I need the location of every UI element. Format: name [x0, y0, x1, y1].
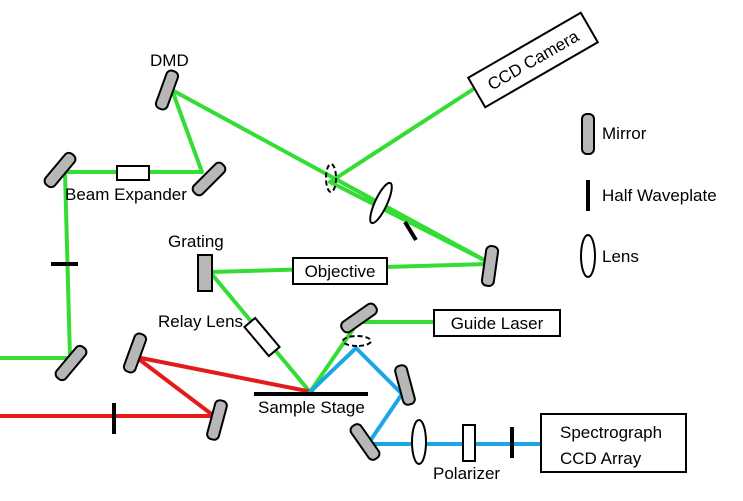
mirror-icon — [191, 161, 227, 197]
half-waveplates — [51, 220, 514, 458]
mirror-icon — [54, 344, 88, 382]
ccd-camera-box: CCD Camera — [466, 11, 600, 109]
red-beam-paths — [0, 355, 314, 418]
sample-stage-label: Sample Stage — [258, 398, 365, 417]
dashed-lens-icon — [325, 163, 337, 193]
guide-laser-box: Guide Laser — [433, 309, 561, 337]
green-beam-paths — [0, 88, 490, 394]
half-waveplate-icon — [403, 220, 418, 242]
objective-box: Objective — [292, 257, 388, 285]
mirror-icon — [480, 245, 500, 287]
beam-expander-label: Beam Expander — [65, 185, 187, 204]
legend-mirror-icon — [581, 113, 595, 155]
legend: Mirror Half Waveplate Lens — [580, 113, 717, 278]
mirror-icon — [340, 302, 378, 334]
grating-icon — [197, 254, 213, 292]
relay-lens-label: Relay Lens — [158, 312, 243, 331]
ccd-array-label: CCD Array — [560, 449, 642, 468]
dashed-lens-icon — [342, 335, 372, 347]
legend-lens-icon — [580, 234, 596, 278]
grating-label: Grating — [168, 232, 224, 251]
lens-icon — [411, 419, 427, 465]
mirror-icon — [154, 69, 180, 111]
green-beam-guide — [308, 320, 436, 394]
mirror-icon — [394, 364, 416, 406]
spectrograph-box: Spectrograph CCD Array — [540, 413, 687, 473]
polarizer-icon — [462, 424, 476, 462]
mirror-icon — [206, 399, 228, 441]
legend-half-waveplate-label: Half Waveplate — [602, 186, 717, 205]
polarizer-label: Polarizer — [433, 464, 500, 483]
lens-icon — [369, 181, 393, 225]
relay-lens-icon — [243, 316, 281, 358]
red-beam-excitation — [0, 355, 314, 418]
mirror-icon — [349, 423, 381, 461]
objective-label: Objective — [305, 262, 376, 281]
beam-expander-icon — [116, 165, 150, 181]
spectrograph-label: Spectrograph — [560, 423, 662, 442]
mirror-icon — [43, 151, 77, 189]
mirrors — [43, 69, 500, 461]
dmd-label: DMD — [150, 51, 189, 70]
green-beam-input — [0, 88, 490, 360]
lenses — [325, 163, 427, 465]
legend-lens-label: Lens — [602, 247, 639, 266]
guide-laser-label: Guide Laser — [451, 314, 544, 333]
legend-mirror-label: Mirror — [602, 124, 647, 143]
mirror-icon — [122, 332, 148, 374]
